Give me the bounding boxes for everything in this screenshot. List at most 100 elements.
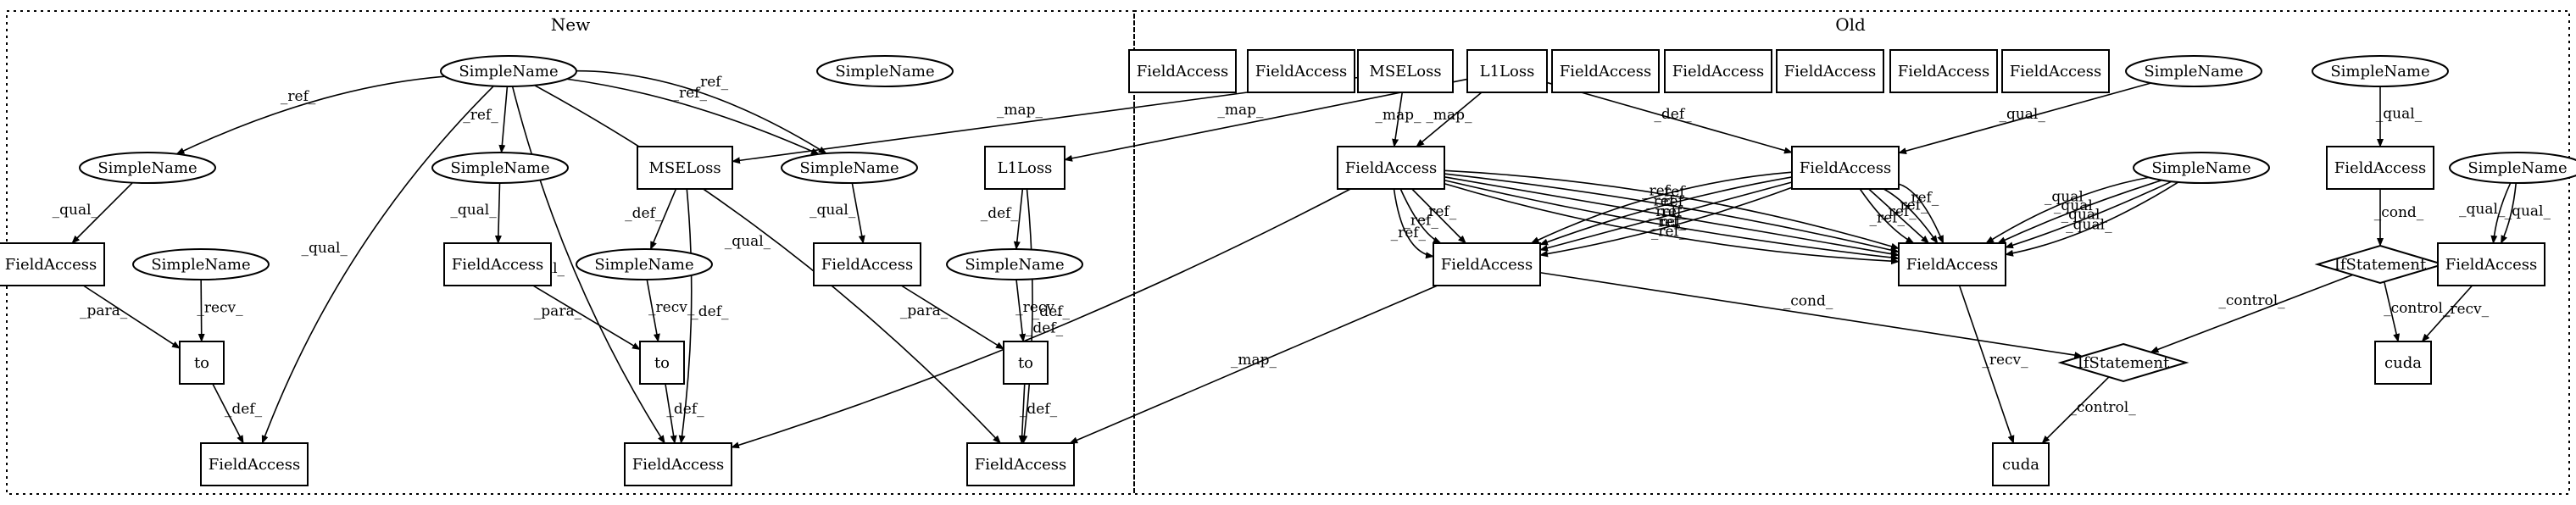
edge-line (1859, 188, 1915, 244)
edge: _ref_ (1530, 171, 1793, 244)
node-box (1992, 442, 2050, 486)
node-label: FieldAccess (821, 256, 913, 274)
graph-node-n-sn-lone: SimpleName (816, 55, 954, 87)
edge: _def_ (678, 188, 729, 444)
edge: _map_ (1375, 92, 1422, 147)
edge-label: _qual_ (1999, 106, 2045, 123)
edge-label: _def_ (691, 303, 729, 320)
graph-node-o-cuda-mid: cuda (1992, 442, 2050, 486)
edge-line (212, 383, 244, 444)
node-box (1433, 242, 1541, 286)
edge: _def_ (1018, 383, 1058, 444)
edge: _ref_ (1898, 183, 1945, 244)
graph-node-o-cuda-right: cuda (2374, 341, 2432, 385)
node-diamond (2314, 244, 2446, 285)
edge-label: _map_ (1217, 102, 1264, 119)
edge-label: _def_ (225, 401, 263, 418)
graph-node-n-sn-recv-a: SimpleName (132, 248, 270, 280)
edge-label: _ref_ (1646, 192, 1682, 209)
edge: _qual_ (1997, 179, 2162, 244)
node-ellipse (79, 152, 216, 184)
node-ellipse (946, 248, 1083, 280)
edge: _qual_ (2500, 182, 2551, 244)
edge-line (646, 279, 660, 342)
edge-line (82, 285, 181, 349)
node-label: FieldAccess (209, 456, 300, 474)
node-label: FieldAccess (452, 256, 543, 274)
node-label: FieldAccess (1441, 256, 1533, 274)
node-label: FieldAccess (1672, 63, 1764, 80)
graph-node-o-fa-t1: FieldAccess (1128, 49, 1237, 93)
edge: _ref_ (463, 86, 509, 154)
edge-label: _qual_ (2066, 216, 2112, 233)
node-box (813, 242, 921, 286)
graph-node-o-fa-mid: FieldAccess (1791, 146, 1900, 190)
node-label: IfStatement (2334, 256, 2427, 274)
edge-line (1539, 186, 1793, 258)
node-label: IfStatement (2078, 354, 2170, 372)
node-box (2001, 49, 2110, 93)
edge-line (1997, 179, 2162, 244)
edge-line (498, 86, 509, 154)
edge: _qual_ (53, 181, 134, 244)
graph-node-o-fa-t2: FieldAccess (1247, 49, 1355, 93)
node-box (637, 146, 733, 190)
edge-label: _ref_ (1893, 197, 1928, 214)
graph-node-n-to-c: to (1003, 341, 1049, 385)
node-box (443, 242, 552, 286)
node-box (639, 341, 685, 385)
edge-line (2490, 182, 2512, 244)
edge: _cond_ (2374, 188, 2424, 247)
edge: _recv_ (1015, 279, 1062, 342)
node-box (1003, 341, 1049, 385)
node-label: SimpleName (97, 159, 197, 177)
edge: _qual_ (2459, 182, 2512, 244)
graph-node-n-fa-out-c: FieldAccess (966, 442, 1075, 486)
edge-label: _qual_ (2054, 197, 2100, 214)
edge: _control_ (2384, 281, 2451, 342)
edge: _qual_ (2376, 86, 2423, 147)
edge-label: _recv_ (648, 299, 695, 316)
node-label: SimpleName (2144, 63, 2243, 80)
edge-label: _ref_ (463, 107, 498, 124)
edge-label: _control_ (2384, 300, 2451, 317)
edge-label: _ref_ (281, 88, 316, 105)
node-label: SimpleName (151, 256, 250, 274)
edge-line (1411, 188, 1466, 244)
edge: _qual_ (1898, 82, 2151, 154)
node-box (200, 442, 309, 486)
edge-line (2150, 274, 2353, 353)
edge-line (1399, 188, 1442, 244)
edge-line (1539, 271, 2084, 359)
node-label: to (654, 354, 670, 372)
edge: _control_ (2150, 274, 2353, 353)
node-label: SimpleName (450, 159, 549, 177)
edge-label: _cond_ (2374, 204, 2424, 221)
edge: _qual_ (450, 182, 502, 244)
edge-line (1883, 188, 1939, 244)
edge-line (1868, 188, 1930, 244)
edge-line (665, 383, 677, 444)
node-box (2374, 341, 2432, 385)
graph-node-o-fa-t3: FieldAccess (1551, 49, 1660, 93)
edge-line (900, 285, 1004, 350)
edge-label: _ref_ (1422, 203, 1457, 220)
edge-label: _ref_ (1642, 183, 1677, 200)
cluster-old: Old (1133, 10, 2570, 495)
node-box (1791, 146, 1900, 190)
edge-line (1444, 169, 1900, 250)
graph-node-n-sn-a: SimpleName (79, 152, 216, 184)
edge-label: _qual_ (2459, 201, 2506, 218)
edge: _qual_ (1985, 176, 2150, 244)
node-box (624, 442, 732, 486)
edge-label: _qual_ (810, 202, 856, 219)
edge: _map_ (1416, 92, 1483, 147)
graph-node-o-if-right: IfStatement (2314, 244, 2446, 285)
edge: _ref_ (1883, 188, 1939, 244)
graph-node-n-fa-a: FieldAccess (0, 242, 105, 286)
edge-label: _def_ (981, 205, 1019, 222)
cluster-label-old: Old (1835, 14, 1866, 35)
edge-line (1392, 92, 1404, 147)
edge-line (2421, 285, 2473, 342)
graph-node-n-sn-c: SimpleName (781, 152, 918, 184)
